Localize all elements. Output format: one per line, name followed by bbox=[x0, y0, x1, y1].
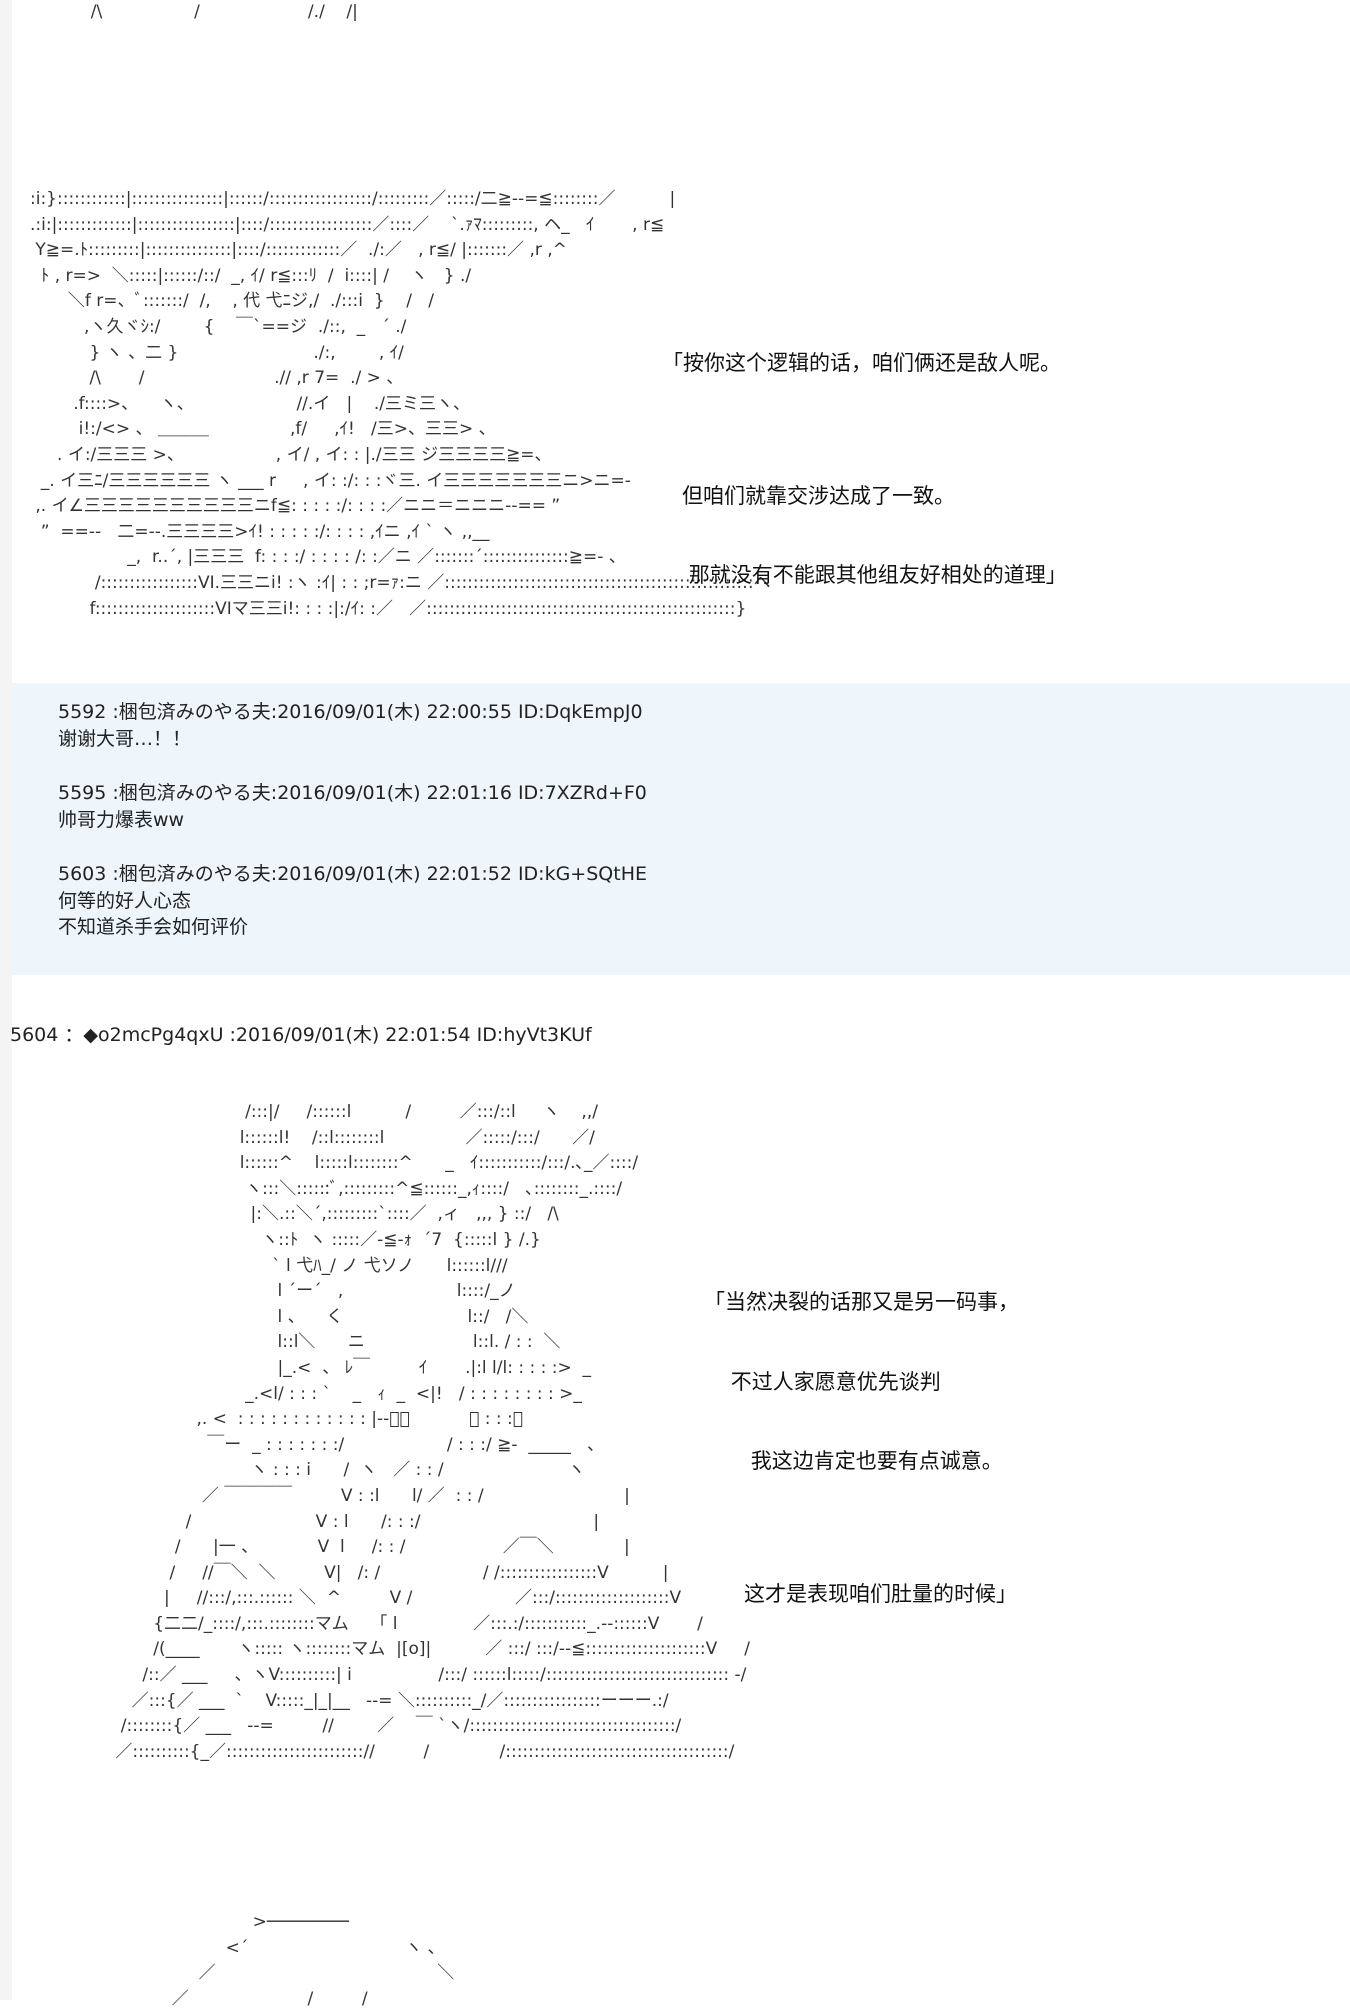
reply-line: 帅哥力爆表ww bbox=[58, 808, 185, 831]
speech-line: 「当然决裂的话那又是另一码事， bbox=[704, 1290, 1019, 1314]
reply-header: 5595 :梱包済みのやる夫:2016/09/01(木) 22:01:16 ID… bbox=[58, 782, 647, 804]
reply-header: 5603 :梱包済みのやる夫:2016/09/01(木) 22:01:52 ID… bbox=[58, 863, 647, 885]
reply-line: 不知道杀手会如何评价 bbox=[58, 916, 249, 938]
reply-line: 谢谢大哥…！！ bbox=[58, 727, 192, 750]
reply-post: 5603 :梱包済みのやる夫:2016/09/01(木) 22:01:52 ID… bbox=[58, 861, 1308, 941]
speech-line: 我这边肯定也要有点诚意。 bbox=[704, 1449, 1003, 1473]
reply-post: 5592 :梱包済みのやる夫:2016/09/01(木) 22:00:55 ID… bbox=[58, 699, 1308, 752]
speech-line: 这才是表现咱们肚量的时候」 bbox=[704, 1581, 1018, 1606]
speech-line: 不过人家愿意优先谈判 bbox=[704, 1369, 941, 1394]
post-header: 5604 ：◆o2mcPg4qxU :2016/09/01(木) 22:01:5… bbox=[10, 1024, 592, 1046]
reply-section bbox=[12, 683, 1350, 975]
left-gutter bbox=[0, 0, 12, 2000]
speech-line: 「按你这个逻辑的话，咱们俩还是敌人呢。 bbox=[662, 351, 1061, 375]
reply-line: 何等的好人心态 bbox=[58, 889, 192, 912]
ascii-art-fragment-bottom: >──────── <´ ヽ 、 ／ ＼ ／ / / bbox=[171, 1912, 455, 2009]
speech-bubble-2: 「当然决裂的话那又是另一码事， 不过人家愿意优先谈判 我这边肯定也要有点诚意。 … bbox=[704, 1236, 1019, 1634]
ascii-art-character-2: /:::|/ /::::::l / ／:::/::l ヽ ,,/ l::::::… bbox=[115, 1102, 751, 1762]
reply-header: 5592 :梱包済みのやる夫:2016/09/01(木) 22:00:55 ID… bbox=[58, 701, 643, 723]
reply-post: 5595 :梱包済みのやる夫:2016/09/01(木) 22:01:16 ID… bbox=[58, 780, 1308, 833]
speech-bubble-1: 「按你这个逻辑的话，咱们俩还是敌人呢。 但咱们就靠交涉达成了一致。 那就没有不能… bbox=[662, 297, 1067, 615]
ascii-art-character-1: :i:}::::::::::::|::::::::::::::::|::::::… bbox=[30, 189, 771, 619]
ascii-art-fragment-top: /\ / /./ /| bbox=[80, 2, 358, 22]
speech-line: 那就没有不能跟其他组友好相处的道理」 bbox=[662, 563, 1067, 587]
speech-line: 但咱们就靠交涉达成了一致。 bbox=[662, 483, 956, 508]
